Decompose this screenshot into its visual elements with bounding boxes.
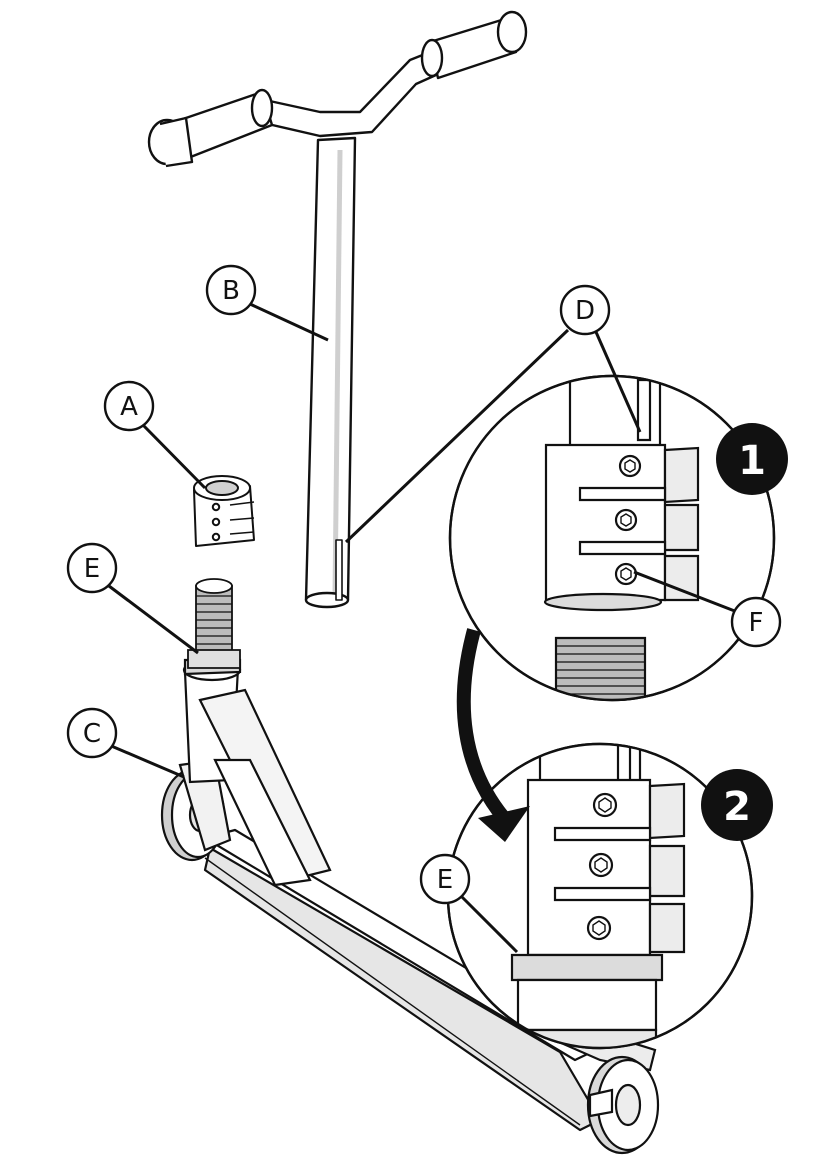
step-number-1: 1 — [738, 438, 766, 484]
label-b: B — [222, 276, 240, 306]
label-a: A — [120, 392, 138, 422]
callout-e: E — [68, 544, 116, 592]
threaded-steerer — [188, 579, 240, 668]
step-badge-1: 1 — [716, 423, 788, 495]
callout-a: A — [105, 382, 153, 430]
callout-e-detail: E — [421, 855, 469, 903]
label-f: F — [749, 608, 764, 638]
step-badge-2: 2 — [701, 769, 773, 841]
step-number-2: 2 — [723, 784, 751, 830]
label-e: E — [84, 554, 100, 584]
callout-b: B — [207, 266, 255, 314]
callout-d: D — [561, 286, 609, 334]
detail-circle-2 — [448, 730, 752, 1050]
label-c: C — [83, 719, 101, 749]
callout-c: C — [68, 709, 116, 757]
label-d: D — [575, 296, 595, 326]
detail-circle-1 — [450, 370, 774, 712]
callout-f: F — [732, 598, 780, 646]
label-e-detail: E — [437, 865, 453, 895]
